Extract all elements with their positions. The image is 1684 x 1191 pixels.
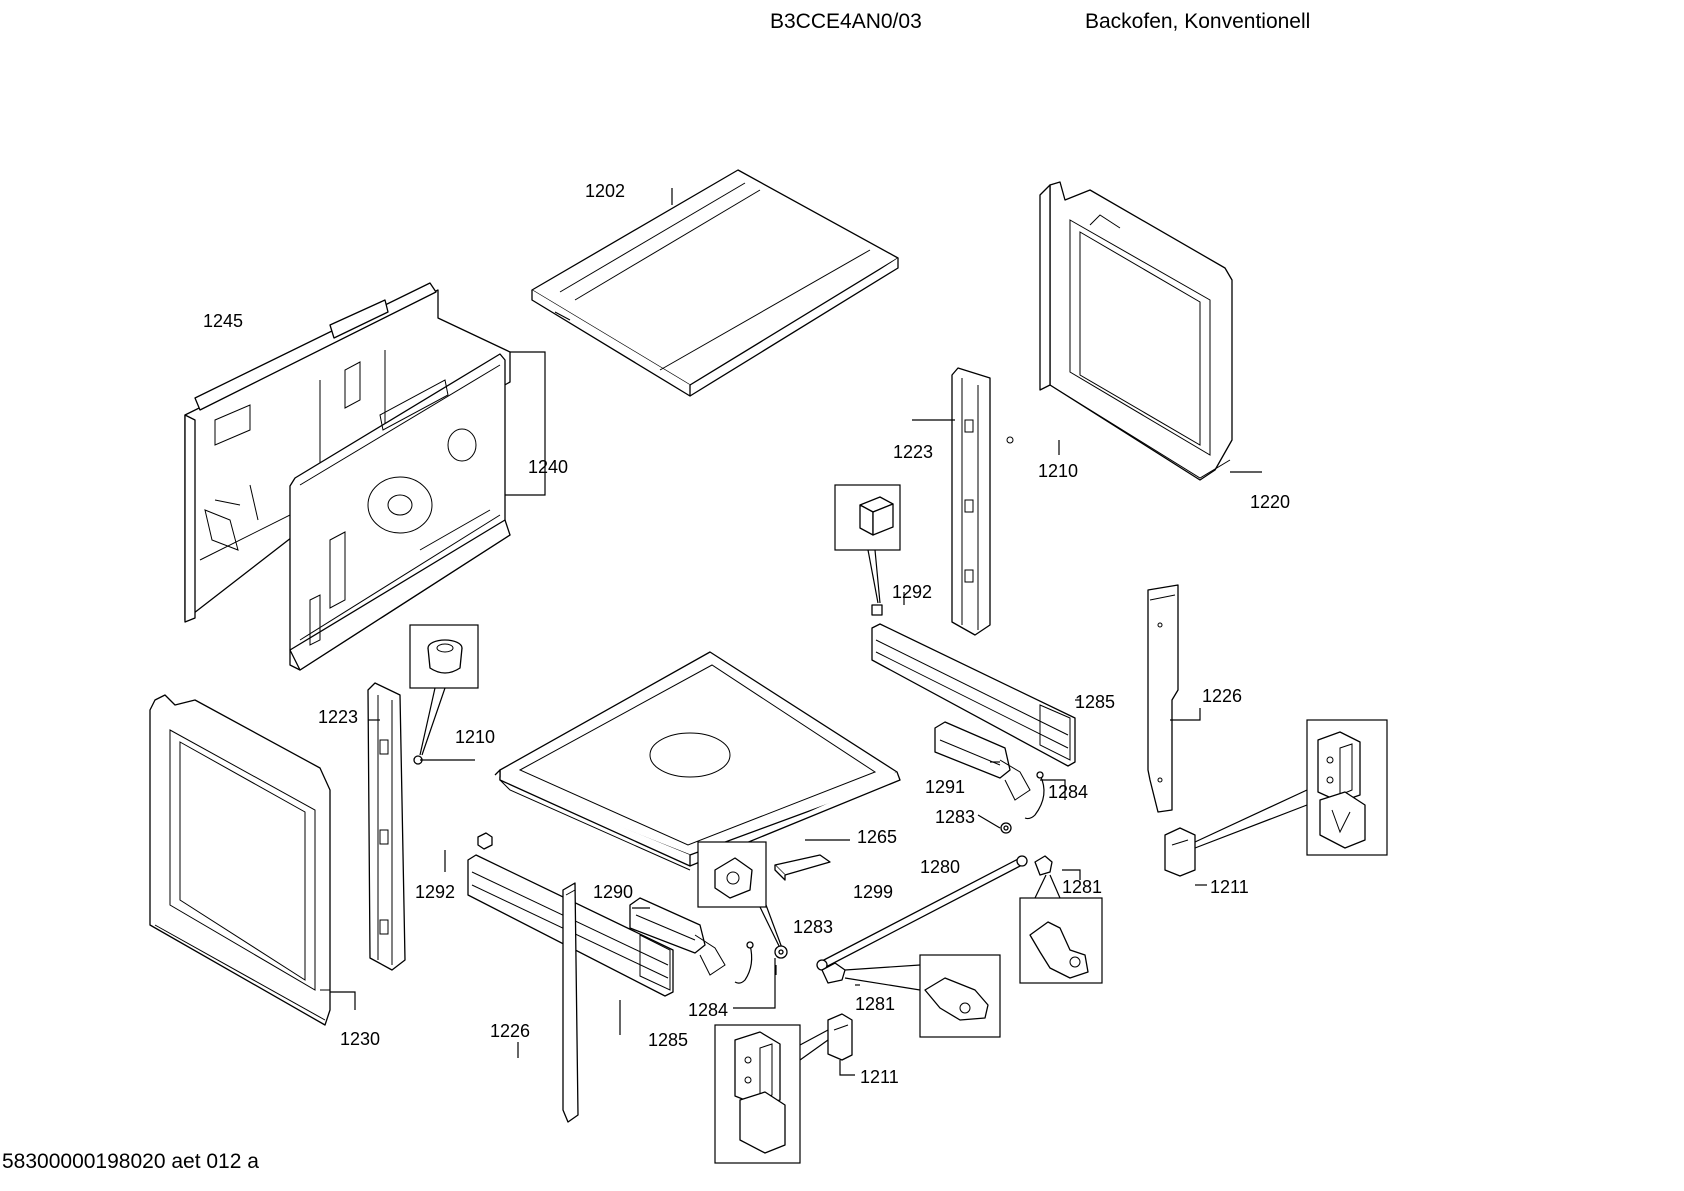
callout-1223-bottom: 1223 [318, 707, 358, 727]
callout-1299: 1299 [853, 882, 893, 902]
leader-lines [330, 188, 1262, 1076]
part-side-wall-right [1039, 181, 1233, 481]
part-hinge-right [1164, 719, 1388, 877]
part-knob-detail [697, 841, 788, 959]
callout-1281-left: 1281 [855, 994, 895, 1014]
part-hinge-1281-right [1019, 855, 1103, 984]
part-bushing-detail [409, 624, 479, 765]
callout-1202: 1202 [585, 181, 625, 201]
callout-1240: 1240 [528, 457, 568, 477]
part-floor-panel [494, 651, 901, 871]
callout-1220: 1220 [1250, 492, 1290, 512]
callout-1210-top: 1210 [1038, 461, 1078, 481]
callout-1284-bottom: 1284 [688, 1000, 728, 1020]
callout-1283-top: 1283 [935, 807, 975, 827]
callout-1291: 1291 [925, 777, 965, 797]
part-rail-top [951, 367, 1014, 636]
part-bracket-1291 [934, 721, 1031, 801]
callout-1230: 1230 [340, 1029, 380, 1049]
part-cable-top [1000, 771, 1045, 834]
part-top-cover [531, 169, 899, 397]
callout-1285-bottom: 1285 [648, 1030, 688, 1050]
callout-1281-right: 1281 [1062, 877, 1102, 897]
part-hinge-1281-left [821, 954, 1001, 1038]
part-cable-bottom [734, 941, 754, 984]
callout-labels: 1202 1245 1240 1223 1210 1220 1292 1226 … [203, 181, 1290, 1087]
part-bracket-1290 [629, 897, 726, 976]
callout-1290: 1290 [593, 882, 633, 902]
part-hinge-bottom [714, 1013, 853, 1164]
callout-1211-bottom: 1211 [860, 1067, 899, 1087]
callout-1292-bottom: 1292 [415, 882, 455, 902]
callout-1226-bottom: 1226 [490, 1021, 530, 1041]
part-grille-top [871, 623, 1076, 767]
callout-1265: 1265 [857, 827, 897, 847]
part-rod [816, 855, 1028, 971]
callout-1280: 1280 [920, 857, 960, 877]
callout-1211-right: 1211 [1210, 877, 1249, 897]
part-rail-bottom [367, 682, 406, 971]
callout-1284-top: 1284 [1048, 782, 1088, 802]
part-rear-inner-panel [289, 353, 511, 671]
callout-1210-bottom: 1210 [455, 727, 495, 747]
callout-1226-right: 1226 [1202, 686, 1242, 706]
part-side-wall-left [149, 694, 331, 1026]
model-number: B3CCE4AN0/03 [770, 10, 922, 33]
callout-1283-bottom: 1283 [793, 917, 833, 937]
callout-1285-top: 1285 [1075, 692, 1115, 712]
appliance-description: Backofen, Konventionell [1085, 10, 1311, 33]
part-side-strip-bottom [562, 882, 579, 1123]
part-side-strip-right [1147, 584, 1179, 813]
part-cube-bottom [477, 832, 493, 850]
document-id: 58300000198020 aet 012 a [2, 1150, 259, 1173]
callout-1292-top: 1292 [892, 582, 932, 602]
part-label-plate [774, 854, 831, 881]
callout-1223-top: 1223 [893, 442, 933, 462]
part-cube-detail [834, 484, 901, 616]
callout-1245: 1245 [203, 311, 243, 331]
